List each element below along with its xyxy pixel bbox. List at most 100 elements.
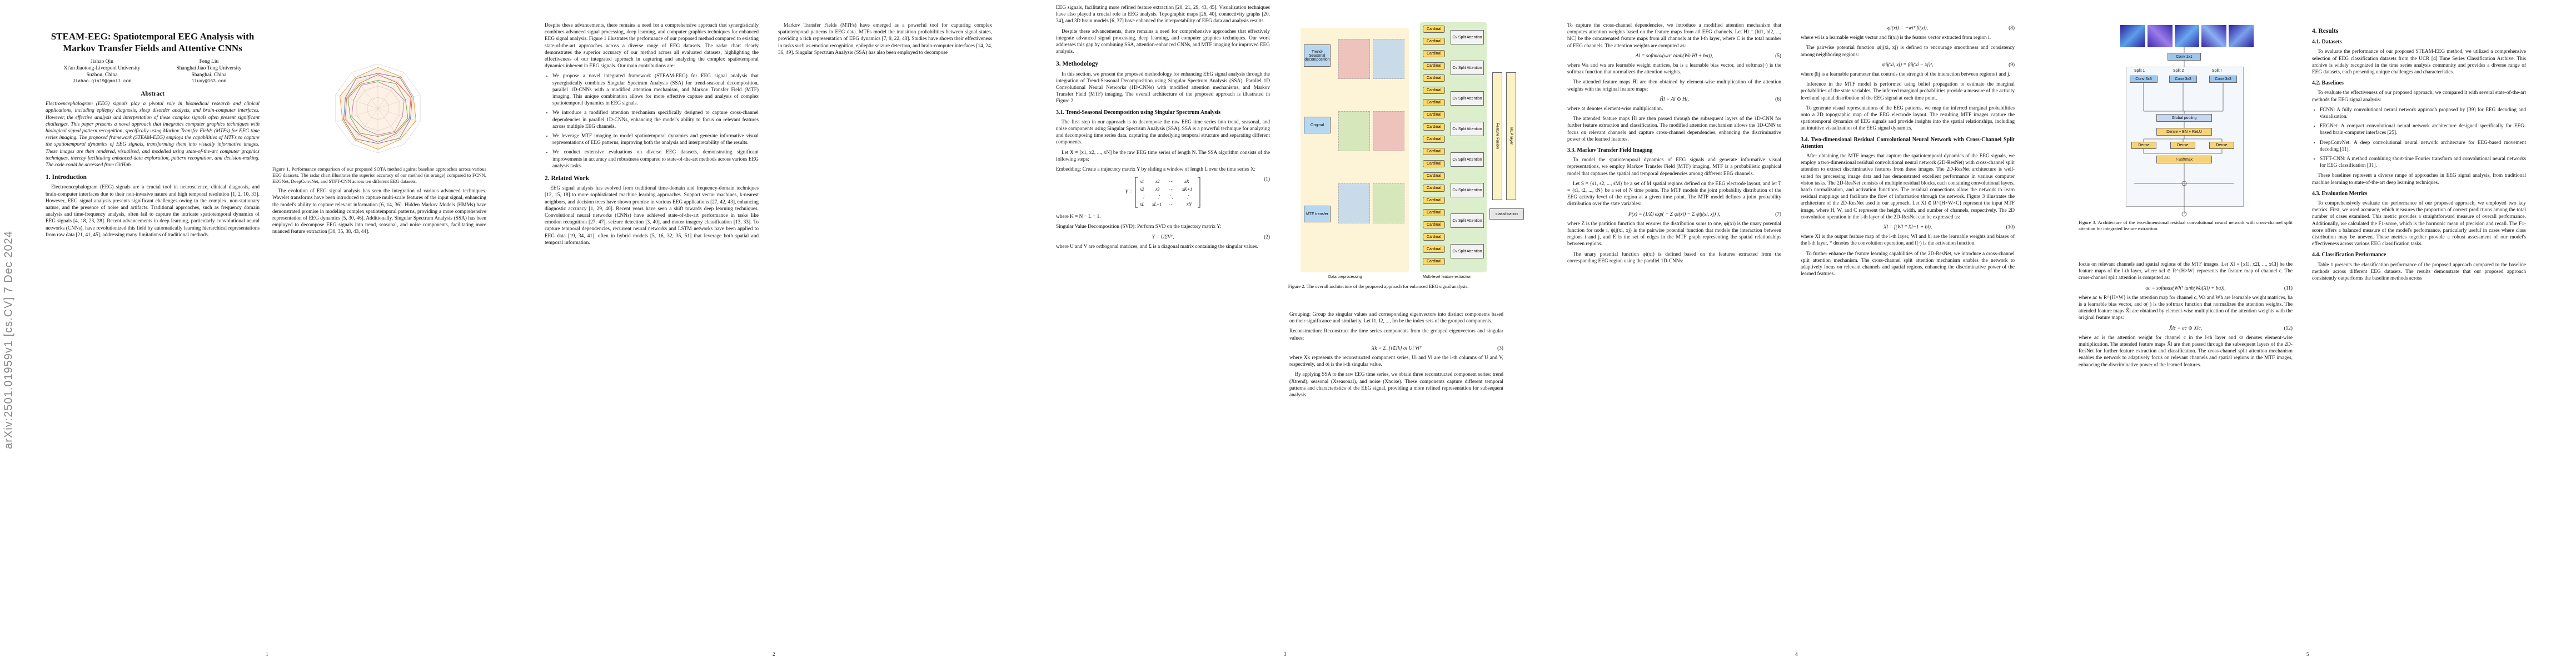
svg-text:xL: xL — [1139, 202, 1145, 207]
attention-paragraph: where ⊙ denotes element-wise multiplicat… — [1567, 106, 1663, 112]
equation-attention: Al = softmax(waᵀ tanh(Wa Hl + ba)),(5) — [1567, 53, 1781, 59]
svg-text:xK: xK — [1184, 179, 1190, 184]
cardinal-block: Cardinal — [1423, 26, 1445, 33]
split-attention-block: Cv Split Attention — [1451, 91, 1484, 106]
mtf-transfer-box: MTF transfer — [1304, 206, 1331, 222]
equation-number: (1) — [1264, 177, 1270, 183]
mlp-layer-box: MLP layer — [1506, 72, 1516, 200]
cardinal-block: Cardinal — [1423, 111, 1445, 118]
equation-text: φi(xi) = −wiᵀ fi(xi), — [1887, 26, 1928, 31]
cardinal-block: Cardinal — [1423, 246, 1445, 253]
page-number: 2 — [773, 651, 775, 657]
author-affiliation: Xi'an Jiaotong-Liverpool University — [63, 66, 141, 71]
cardinal-block: Cardinal — [1423, 50, 1445, 57]
equation-pairwise: ψij(xi, xj) = βij(xi − xj)², (9) — [1801, 62, 2015, 68]
equation-text: P(x) = (1/Z) exp( − Σ φi(xi) − Σ ψij(xi,… — [1628, 211, 1720, 217]
figure-2-caption: Figure 2. The overall architecture of th… — [1288, 283, 1469, 289]
contribution-item: We propose a novel integrated framework … — [552, 73, 759, 107]
conv1x1-block: Conv 1x1 — [2168, 53, 2201, 61]
equation-reconstruction: Xk = Σ_{i∈Ik} σi Ui Viᵀ(3) — [1289, 345, 1503, 352]
baselines-paragraph: To evaluate the effectiveness of our pro… — [2312, 90, 2526, 103]
cardinal-block: Cardinal — [1423, 38, 1445, 45]
global-pooling-block: Global pooling — [2156, 114, 2212, 122]
classification-box: classification — [1489, 208, 1524, 220]
results-heading: 4. Results — [2312, 28, 2339, 34]
page3-left-column: EEG signals, facilitating more refined f… — [1056, 4, 1270, 253]
dense-block-3: Dense — [2209, 142, 2234, 149]
ssa-step-tail: where K = N − L + 1. — [1056, 214, 1101, 220]
equation-number: (2) — [1264, 234, 1270, 240]
equation-mtf: P(x) = (1/Z) exp( − Σ φi(xi) − Σ ψij(xi,… — [1567, 211, 1781, 218]
mtf-image-thumb — [2147, 25, 2173, 47]
related-paragraph: Despite these advancements, there remain… — [1056, 28, 1270, 55]
resnet-paragraph: After obtaining the MTF images that capt… — [1801, 153, 2015, 220]
page-number: 3 — [1284, 651, 1287, 657]
time-series-panel — [1338, 39, 1370, 79]
cardinal-block: Cardinal — [1423, 233, 1445, 241]
cardinal-block: Cardinal — [1423, 221, 1445, 228]
equation-text: ψij(xi, xj) = βij(xi − xj)², — [1882, 62, 1934, 68]
baselines-list: FCNN: A fully convolutional neural netwo… — [2312, 107, 2526, 170]
dense-block-1: Dense — [2131, 142, 2156, 149]
equation-attended-maps: X̂lc = ac ⊙ Xlc,(12) — [2079, 325, 2293, 332]
svg-text:⋯: ⋯ — [1169, 179, 1173, 184]
svg-text:⋯: ⋯ — [1169, 202, 1173, 207]
page-number: 4 — [1795, 651, 1798, 657]
split-2-label: Split 2 — [2173, 69, 2184, 73]
equation-number: (9) — [2009, 62, 2015, 68]
data-preprocessing-label: Data preprocessing — [1328, 275, 1362, 279]
baselines-paragraph: These baselines represent a diverse rang… — [2312, 173, 2526, 186]
radar-series-outline — [345, 74, 411, 143]
split-attention-block: Cv Split Attention — [1451, 61, 1484, 75]
baseline-item: STFT-CNN: A method combining short-time … — [2320, 156, 2526, 169]
radar-spoke — [335, 94, 378, 109]
conv3x3-block-3: Conv 3x3 — [2209, 76, 2237, 83]
classification-paragraph: Table 1 presents the classification perf… — [2312, 262, 2526, 282]
svg-text:⋱: ⋱ — [1169, 195, 1173, 200]
figure-2: Trend-Seasonal decomposition Original MT… — [1288, 22, 1528, 303]
related-work-heading: 2. Related Work — [545, 175, 589, 182]
resnet-paragraph: To further enhance the feature learning … — [1801, 251, 2015, 277]
page5-right-column: 4. Results 4.1. Datasets To evaluate the… — [2312, 22, 2526, 285]
mtf-paragraph: Let S = {s1, s2, ..., sM} be a set of M … — [1567, 181, 1781, 207]
ssa-step: Singular Value Decomposition (SVD): Perf… — [1056, 224, 1222, 230]
radar-chart-figure — [335, 63, 421, 153]
radar-spoke — [351, 108, 378, 145]
split-attention-panel — [2126, 67, 2244, 207]
radar-series-outline — [347, 80, 408, 137]
equation-number: (10) — [2006, 225, 2015, 231]
equation-attended: Ĥl = Al ⊙ Hl,(6) — [1567, 96, 1781, 103]
contribution-item: We conduct extensive evaluations on dive… — [552, 149, 759, 170]
equation-number: (11) — [2284, 285, 2293, 291]
time-series-panel — [1338, 183, 1370, 223]
equation-text: Xl = f(Wl * Xl−1 + bl), — [1883, 225, 1932, 231]
methodology-heading: 3. Methodology — [1056, 61, 1099, 68]
method-paragraph: In this section, we present the proposed… — [1056, 71, 1270, 104]
equation-text: Y = UΣVᵀ, — [1152, 234, 1174, 240]
equation-conv2d: Xl = f(Wl * Xl−1 + bl), (10) — [1801, 224, 2015, 231]
figure-3-caption: Figure 3. Architecture of the two-dimens… — [2079, 220, 2293, 231]
radar-spoke — [377, 94, 421, 109]
time-series-panel — [1373, 183, 1404, 223]
mtf-paragraph: The unary potential function φi(xi) is d… — [1567, 251, 1781, 264]
abstract-text: Electroencephalogram (EEG) signals play … — [46, 101, 260, 168]
split-attention-block: Cv Split Attention — [1451, 244, 1484, 258]
split-attention-paragraph: where ac ∈ R^{H×W} is the attention map … — [2079, 295, 2293, 321]
svg-text:x2: x2 — [1139, 187, 1144, 192]
potential-paragraph: where βij is a learnable parameter that … — [1801, 72, 2010, 78]
metrics-paragraph: To comprehensively evaluate the performa… — [2312, 201, 2526, 247]
ssa-step: Grouping: Group the singular values and … — [1289, 312, 1503, 325]
contribution-item: We introduce a modified attention mechan… — [552, 109, 759, 130]
page2-left-column: Despite these advancements, there remain… — [545, 22, 759, 250]
radar-chart — [335, 63, 421, 153]
cardinal-block: Cardinal — [1423, 160, 1445, 167]
svg-text:x1: x1 — [1139, 179, 1144, 184]
mtf-image-thumb — [2120, 25, 2145, 47]
svg-text:⋮: ⋮ — [1185, 195, 1190, 200]
author-affiliation: Shanghai Jiao Tong University — [176, 66, 242, 71]
equation-split-attention: ac = softmax(Whᵀ tanh(Wa(Xl) + ba)),(11) — [2079, 285, 2293, 292]
r-softmax-block: r-Softmax — [2156, 156, 2212, 163]
original-box: Original — [1304, 117, 1331, 133]
svg-text:xK+1: xK+1 — [1182, 187, 1192, 192]
page-5: Conv 1x1 Split 1 Split 2 Split r Conv 3x… — [2067, 0, 2557, 667]
